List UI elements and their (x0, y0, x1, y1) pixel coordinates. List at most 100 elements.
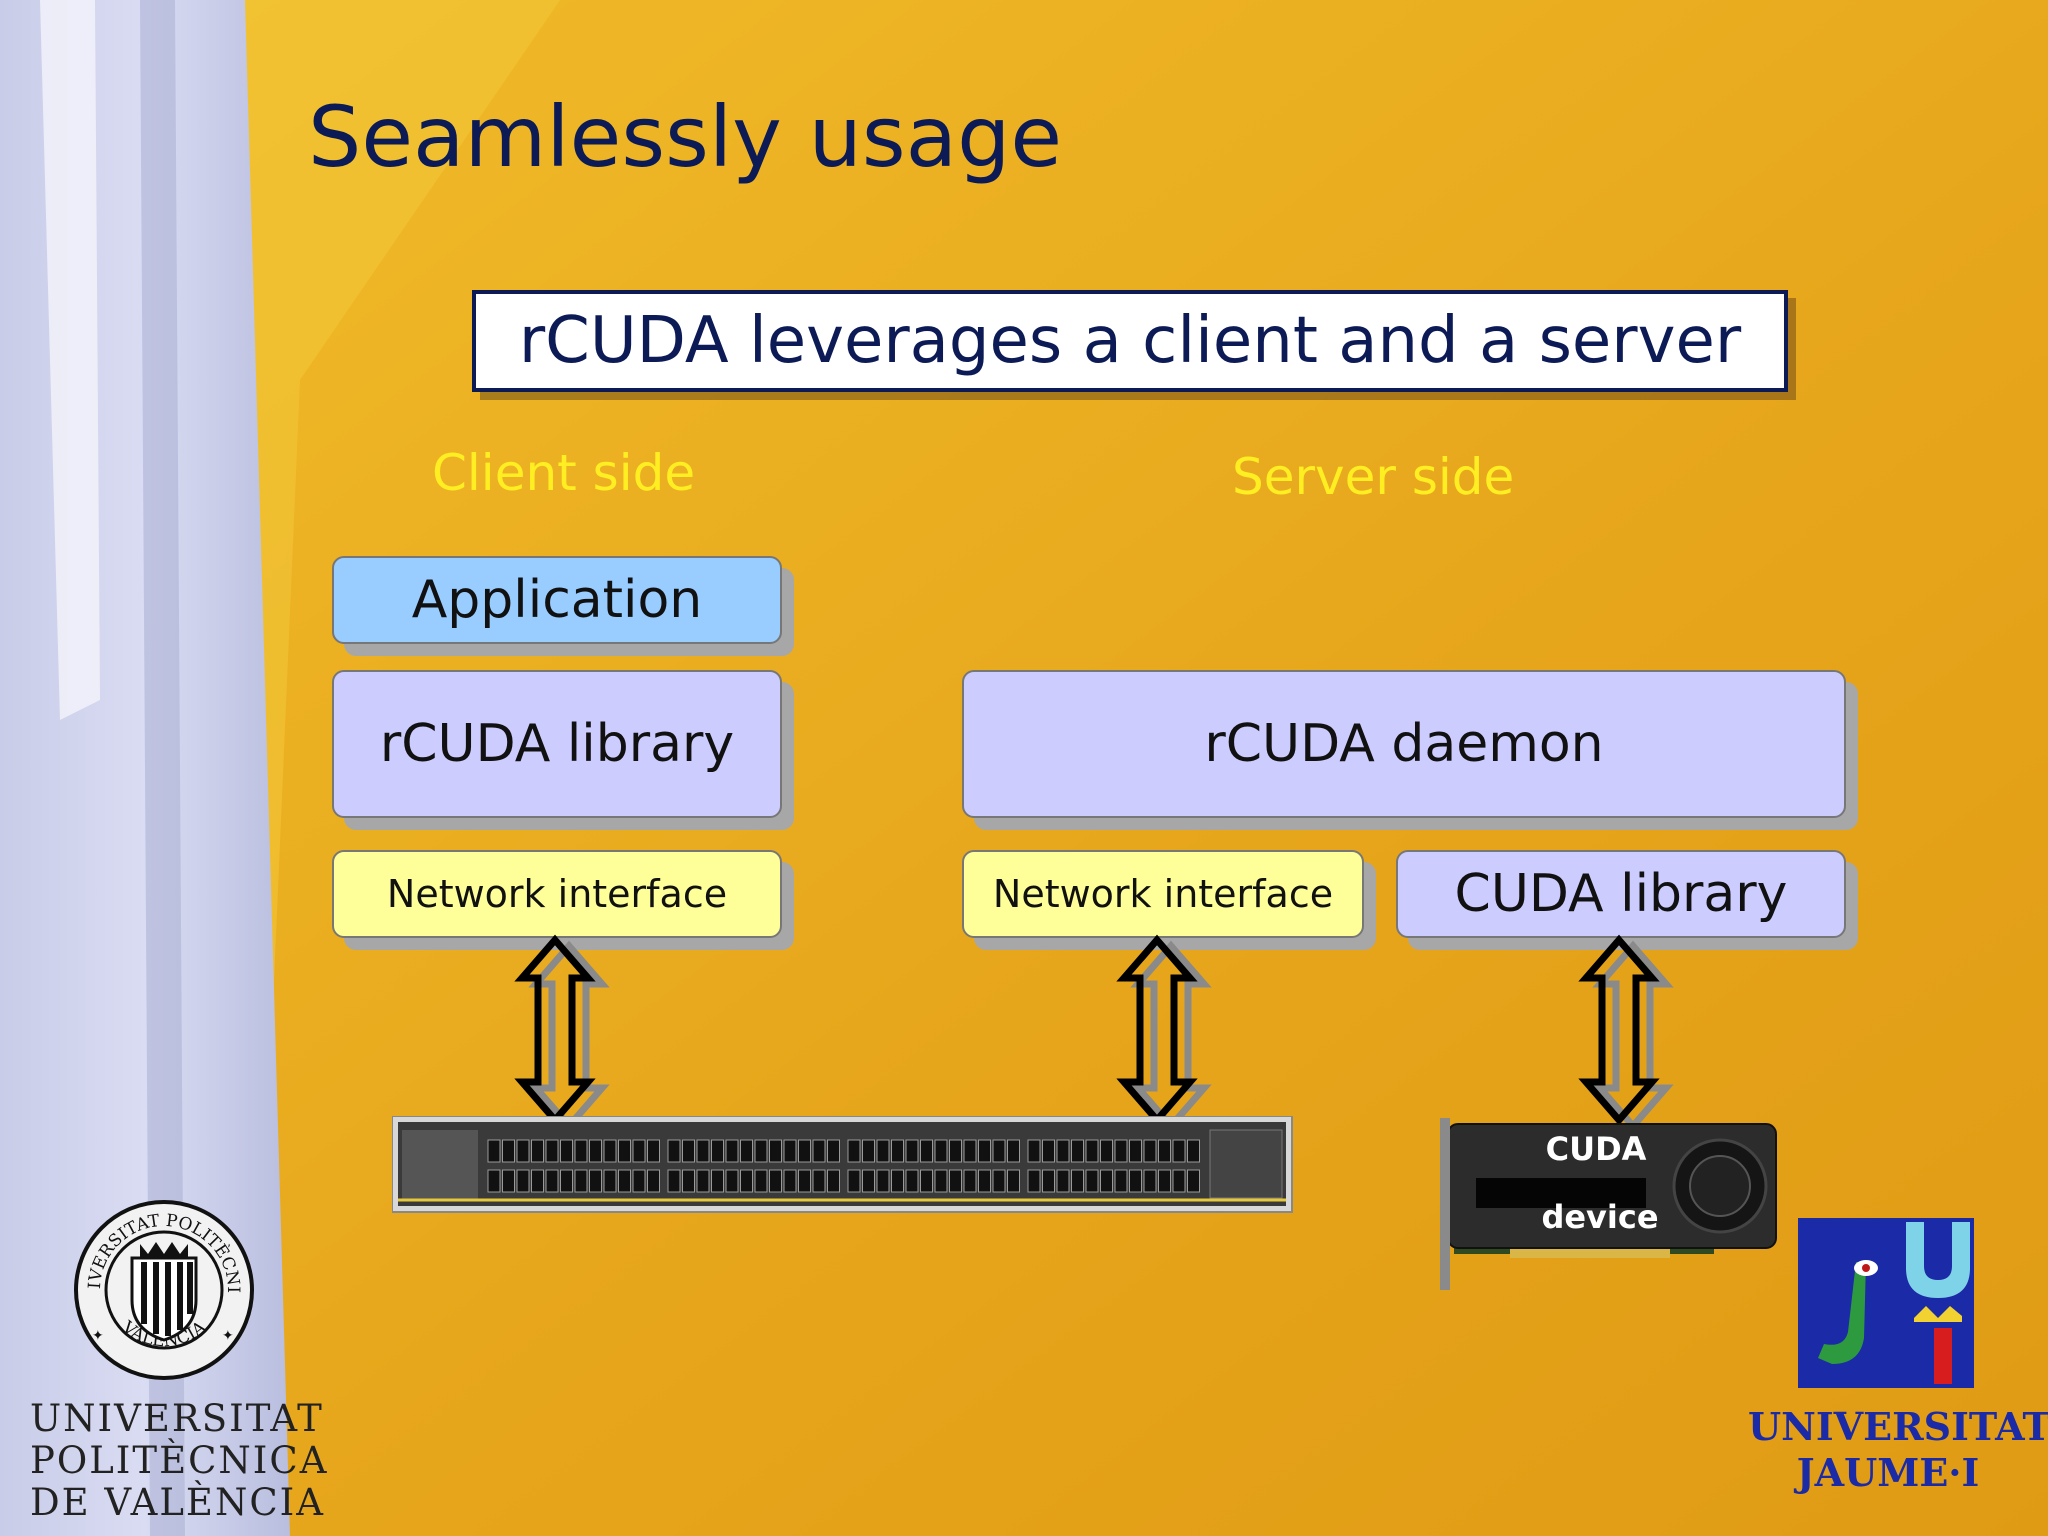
switch-port (632, 1139, 646, 1163)
switch-port (769, 1139, 782, 1163)
cuda-library-box: CUDA library (1396, 850, 1846, 938)
switch-port (502, 1139, 515, 1163)
switch-port (1143, 1139, 1157, 1163)
switch-port (905, 1139, 919, 1163)
switch-port (1042, 1139, 1055, 1163)
switch-port (827, 1169, 840, 1193)
switch-port (574, 1139, 588, 1163)
switch-port (876, 1169, 890, 1193)
switch-port (1056, 1139, 1070, 1163)
gpu-card-image: CUDA device (1440, 1118, 1777, 1290)
application-label: Application (411, 570, 703, 630)
switch-port (920, 1139, 933, 1163)
switch-port (696, 1139, 710, 1163)
switch-port (1027, 1139, 1041, 1163)
switch-port (905, 1169, 919, 1193)
server-network-interface-box: Network interface (962, 850, 1364, 938)
switch-port (862, 1169, 875, 1193)
rcuda-daemon-box: rCUDA daemon (962, 670, 1846, 818)
switch-port (1071, 1139, 1084, 1163)
switch-port (847, 1139, 861, 1163)
uji-logo-image (1798, 1218, 1974, 1388)
client-side-label: Client side (432, 444, 696, 502)
switch-port (516, 1139, 530, 1163)
switch-port (487, 1139, 501, 1163)
client-network-interface-box: Network interface (332, 850, 782, 938)
switch-port (978, 1169, 991, 1193)
switch-port (769, 1169, 782, 1193)
switch-port (545, 1139, 559, 1163)
switch-port (632, 1169, 646, 1193)
svg-text:✦: ✦ (92, 1328, 104, 1344)
client-double-arrow (514, 934, 610, 1130)
switch-port (725, 1169, 739, 1193)
switch-port (1114, 1139, 1128, 1163)
upv-logo-text: UNIVERSITAT POLITÈCNICA DE VALÈNCIA (30, 1398, 328, 1524)
switch-port (963, 1169, 977, 1193)
switch-port (589, 1139, 602, 1163)
application-box: Application (332, 556, 782, 644)
switch-port (545, 1169, 559, 1193)
switch-port (847, 1169, 861, 1193)
switch-port (798, 1169, 811, 1193)
switch-port (1129, 1169, 1142, 1193)
switch-port (798, 1139, 811, 1163)
switch-port (647, 1169, 660, 1193)
uji-line2: JAUME·I (1796, 1450, 1980, 1495)
switch-port (754, 1139, 768, 1163)
switch-port (1129, 1139, 1142, 1163)
gpu-double-arrow (1578, 934, 1674, 1130)
switch-port (1100, 1139, 1113, 1163)
switch-port (891, 1169, 904, 1193)
switch-port (862, 1139, 875, 1163)
switch-port (827, 1139, 840, 1163)
switch-port (502, 1169, 515, 1193)
switch-port (1027, 1169, 1041, 1193)
switch-port (725, 1139, 739, 1163)
uji-logo-text: UNIVERSITAT JAUME·I (1748, 1404, 2048, 1496)
switch-port (1007, 1169, 1020, 1193)
switch-port (949, 1169, 962, 1193)
switch-port (934, 1139, 948, 1163)
svg-text:✦: ✦ (222, 1328, 234, 1344)
upv-seal-logo: UNIVERSITAT POLITÈCNICA VALÈNCIA ✦ ✦ (70, 1196, 254, 1380)
switch-port (560, 1139, 573, 1163)
switch-port (1056, 1169, 1070, 1193)
client-rcuda-library-box: rCUDA library (332, 670, 782, 818)
server-network-interface-label: Network interface (992, 872, 1334, 916)
cuda-library-label: CUDA library (1454, 864, 1788, 924)
switch-port (531, 1139, 544, 1163)
switch-port (783, 1169, 797, 1193)
switch-port (812, 1139, 826, 1163)
switch-port (618, 1139, 631, 1163)
switch-port (949, 1139, 962, 1163)
switch-port (1071, 1169, 1084, 1193)
gpu-label-line1: CUDA (1546, 1130, 1647, 1168)
switch-port (560, 1169, 573, 1193)
switch-port (812, 1169, 826, 1193)
switch-port (1007, 1139, 1020, 1163)
switch-port (876, 1139, 890, 1163)
switch-ports (487, 1139, 1200, 1193)
switch-port (516, 1169, 530, 1193)
upv-line2: POLITÈCNICA (30, 1439, 329, 1482)
switch-port (667, 1169, 681, 1193)
switch-port (1172, 1169, 1186, 1193)
switch-port (891, 1139, 904, 1163)
server-side-label: Server side (1232, 448, 1515, 506)
switch-port (1158, 1139, 1171, 1163)
uji-line1: UNIVERSITAT (1748, 1404, 2048, 1449)
upv-line3: DE VALÈNCIA (30, 1481, 325, 1524)
switch-port (647, 1139, 660, 1163)
network-switch-image (392, 1116, 1293, 1213)
switch-port (740, 1139, 753, 1163)
gpu-label-line2: device (1541, 1198, 1658, 1236)
switch-port (1100, 1169, 1113, 1193)
switch-port (1042, 1169, 1055, 1193)
switch-port (1187, 1139, 1200, 1163)
switch-port (711, 1169, 724, 1193)
switch-port (992, 1139, 1006, 1163)
client-network-interface-label: Network interface (386, 872, 728, 916)
switch-port (589, 1169, 602, 1193)
page-title: Seamlessly usage (308, 88, 1063, 186)
